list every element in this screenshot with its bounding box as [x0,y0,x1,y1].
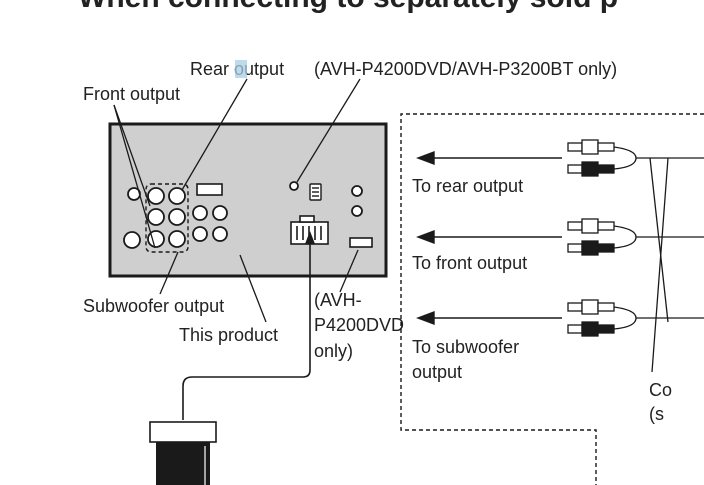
sub-jack-1 [147,230,165,248]
leader-lines [113,78,361,323]
front-jack-2 [168,208,186,226]
to-front-output-label: To front output [412,253,527,273]
rca-jack-group-outline [145,183,189,253]
plug-body [156,442,210,485]
jack-extra-4 [212,226,228,242]
to-subwoofer-output-label-line2: output [412,362,462,382]
rear-output-label-pre: Rear [190,59,234,79]
small-connector-top [196,183,223,196]
arrow-left-icon [416,229,435,245]
external-wires [649,157,669,373]
to-subwoofer-output-label-line1: To subwoofer [412,337,519,357]
avh-note-line3: only) [314,341,353,361]
text-selection-highlight [235,60,247,78]
right-jack-2 [351,205,363,217]
section-heading: When connecting to separately sold p [78,0,618,14]
small-connector-right [349,237,373,248]
small-jack [289,181,299,191]
cut-off-label-line2: (s [649,404,664,424]
arrow-up-icon [305,231,315,244]
rear-jack-2 [168,187,186,205]
sub-jack-2 [168,230,186,248]
arrow-left-icon [416,310,435,326]
right-jack-1 [351,185,363,197]
jack-extra-2 [212,205,228,221]
this-product-label: This product [179,325,278,345]
antenna-connector-icon [309,183,322,201]
connector-cable [182,236,311,420]
plug-collar [149,421,217,443]
jack-left-bottom [123,231,141,249]
avh-note-line1: (AVH- [314,290,362,310]
front-output-label: Front output [83,84,180,104]
subwoofer-output-label: Subwoofer output [83,296,224,316]
external-unit-outline [400,113,704,485]
jack-extra-3 [192,226,208,242]
rca-plug-pair-rear [567,139,704,177]
jack-extra-1 [192,205,208,221]
signal-arrows [416,150,562,326]
rca-plug-pair-front [567,218,704,256]
rear-jack-1 [147,187,165,205]
rear-output-label-post: utput [244,59,284,79]
arrow-left-icon [416,150,435,166]
front-jack-1 [147,208,165,226]
cut-off-label-line1: Co [649,380,672,400]
rca-jacks [123,181,363,249]
model-note-label: (AVH-P4200DVD/AVH-P3200BT only) [314,59,617,79]
avh-note-line2: P4200DVD [314,315,404,335]
to-rear-output-label: To rear output [412,176,523,196]
rca-plug-pair-subwoofer [567,299,704,337]
